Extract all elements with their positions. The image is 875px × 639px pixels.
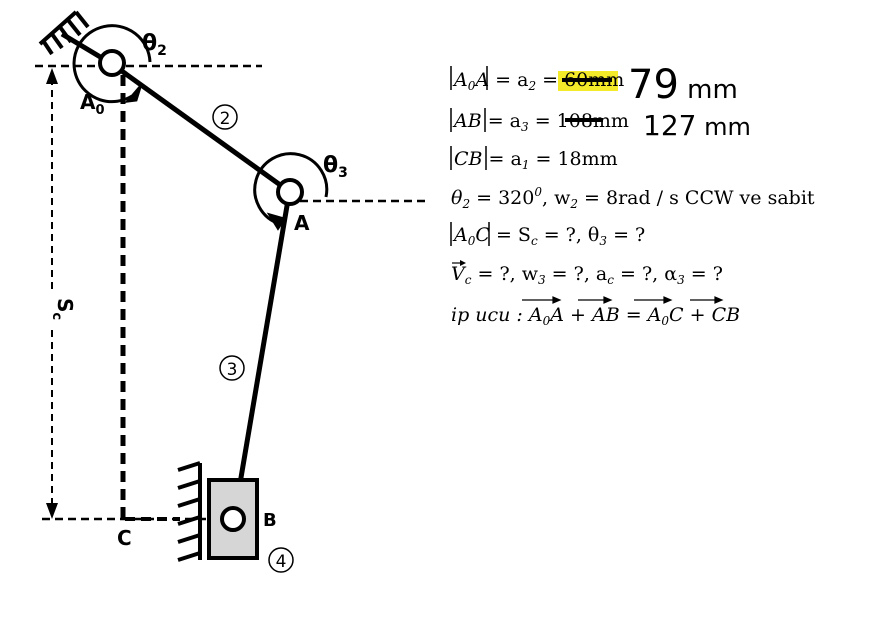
joint-a	[276, 178, 304, 206]
link2-badge-circle	[212, 104, 238, 130]
hand-79mm: 79 mm	[628, 62, 738, 108]
joint-a0	[98, 49, 126, 77]
sc-dimension	[46, 68, 58, 519]
joint-b	[220, 506, 246, 532]
hand-127mm: 127 mm	[643, 109, 751, 142]
eq-loop: ip ucu : A0A + AB = A0C + CB	[451, 304, 740, 328]
link-3	[231, 193, 292, 520]
link2-number: 2	[220, 109, 231, 129]
theta2-arc	[72, 24, 152, 104]
theta2-label: θ2	[142, 31, 167, 59]
link-2	[110, 61, 292, 195]
link4-badge-circle	[268, 547, 294, 573]
link4-number: 4	[276, 552, 287, 572]
theta3-arc	[253, 152, 329, 231]
point-a-label: A	[294, 211, 310, 235]
point-a0-label: A0	[80, 90, 105, 118]
eq-cb: CB = a1 = 18mm	[454, 148, 618, 172]
eq-unknowns: Vc = ?, w3 = ?, ac = ?, α3 = ?	[451, 263, 723, 287]
eq-theta2: θ2 = 3200, w2 = 8rad / s CCW ve sabit	[451, 185, 815, 211]
svg-text:Sc: Sc	[49, 298, 77, 320]
sc-label: Sc	[49, 298, 77, 320]
theta3-label: θ3	[323, 153, 348, 181]
ground-hatch-a0	[38, 10, 90, 56]
point-c-label: C	[117, 526, 132, 550]
link3-number: 3	[227, 360, 238, 380]
link3-badge-circle	[219, 355, 245, 381]
point-b-label: B	[263, 510, 277, 531]
slider-wall-hatch	[177, 461, 202, 562]
vector-arrows-loop	[522, 296, 724, 304]
eq-a0c: A0C = Sc = ?, θ3 = ?	[452, 224, 645, 248]
